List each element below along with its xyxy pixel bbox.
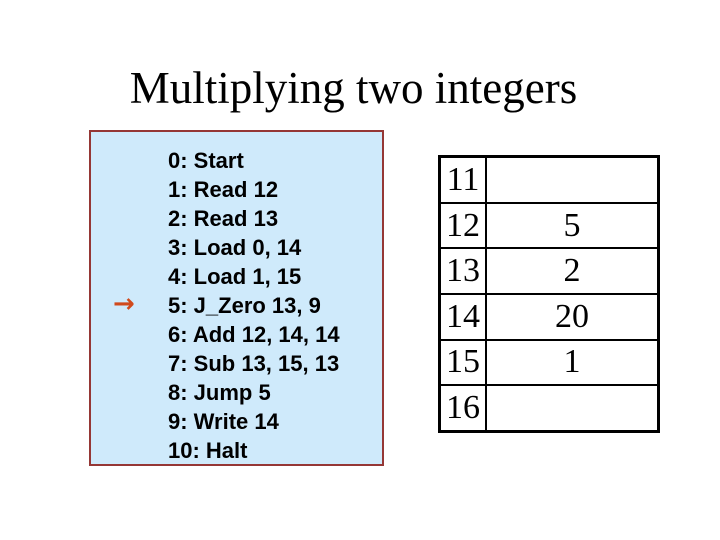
memory-address-cell: 12 [438, 201, 487, 250]
program-line-text: 8: Jump 5 [168, 380, 271, 405]
program-line-8: →8: Jump 5 [91, 378, 382, 407]
program-line-6: →6: Add 12, 14, 14 [91, 320, 382, 349]
program-line-1: →1: Read 12 [91, 175, 382, 204]
program-line-10: →10: Halt [91, 436, 382, 465]
program-line-3: →3: Load 0, 14 [91, 233, 382, 262]
program-line-text: 6: Add 12, 14, 14 [168, 322, 340, 347]
memory-value-cell: 20 [485, 292, 660, 341]
memory-value-cell [485, 155, 660, 204]
program-line-text: 3: Load 0, 14 [168, 235, 302, 260]
program-line-0: →0: Start [91, 146, 382, 175]
program-line-text: 5: J_Zero 13, 9 [168, 293, 321, 318]
program-line-2: →2: Read 13 [91, 204, 382, 233]
program-line-5: → 5: J_Zero 13, 9 [91, 289, 382, 320]
memory-address-cell: 15 [438, 338, 487, 387]
program-line-text: 7: Sub 13, 15, 13 [168, 351, 340, 376]
memory-value-cell: 5 [485, 201, 660, 250]
memory-value-cell [485, 384, 660, 433]
program-line-4: →4: Load 1, 15 [91, 262, 382, 291]
program-box: →0: Start→1: Read 12→2: Read 13→3: Load … [89, 130, 384, 466]
memory-address-cell: 13 [438, 247, 487, 295]
program-line-text: 2: Read 13 [168, 206, 279, 231]
program-line-text: 0: Start [168, 148, 244, 173]
memory-row-16: 16 [438, 384, 660, 433]
memory-address-cell: 16 [438, 384, 487, 433]
program-line-text: 1: Read 12 [168, 177, 279, 202]
program-line-text: 10: Halt [168, 438, 248, 463]
program-line-text: 4: Load 1, 15 [168, 264, 302, 289]
memory-row-11: 11 [438, 155, 660, 204]
memory-address-cell: 14 [438, 292, 487, 341]
program-lines: →0: Start→1: Read 12→2: Read 13→3: Load … [91, 146, 382, 465]
current-line-arrow-icon: → [113, 289, 135, 319]
program-line-text: 9: Write 14 [168, 409, 279, 434]
memory-address-cell: 11 [438, 155, 487, 204]
program-line-7: →7: Sub 13, 15, 13 [91, 349, 382, 378]
program-line-9: →9: Write 14 [91, 407, 382, 436]
slide-title: Multiplying two integers [129, 63, 578, 113]
memory-value-cell: 1 [485, 338, 660, 387]
memory-value-cell: 2 [485, 247, 660, 295]
